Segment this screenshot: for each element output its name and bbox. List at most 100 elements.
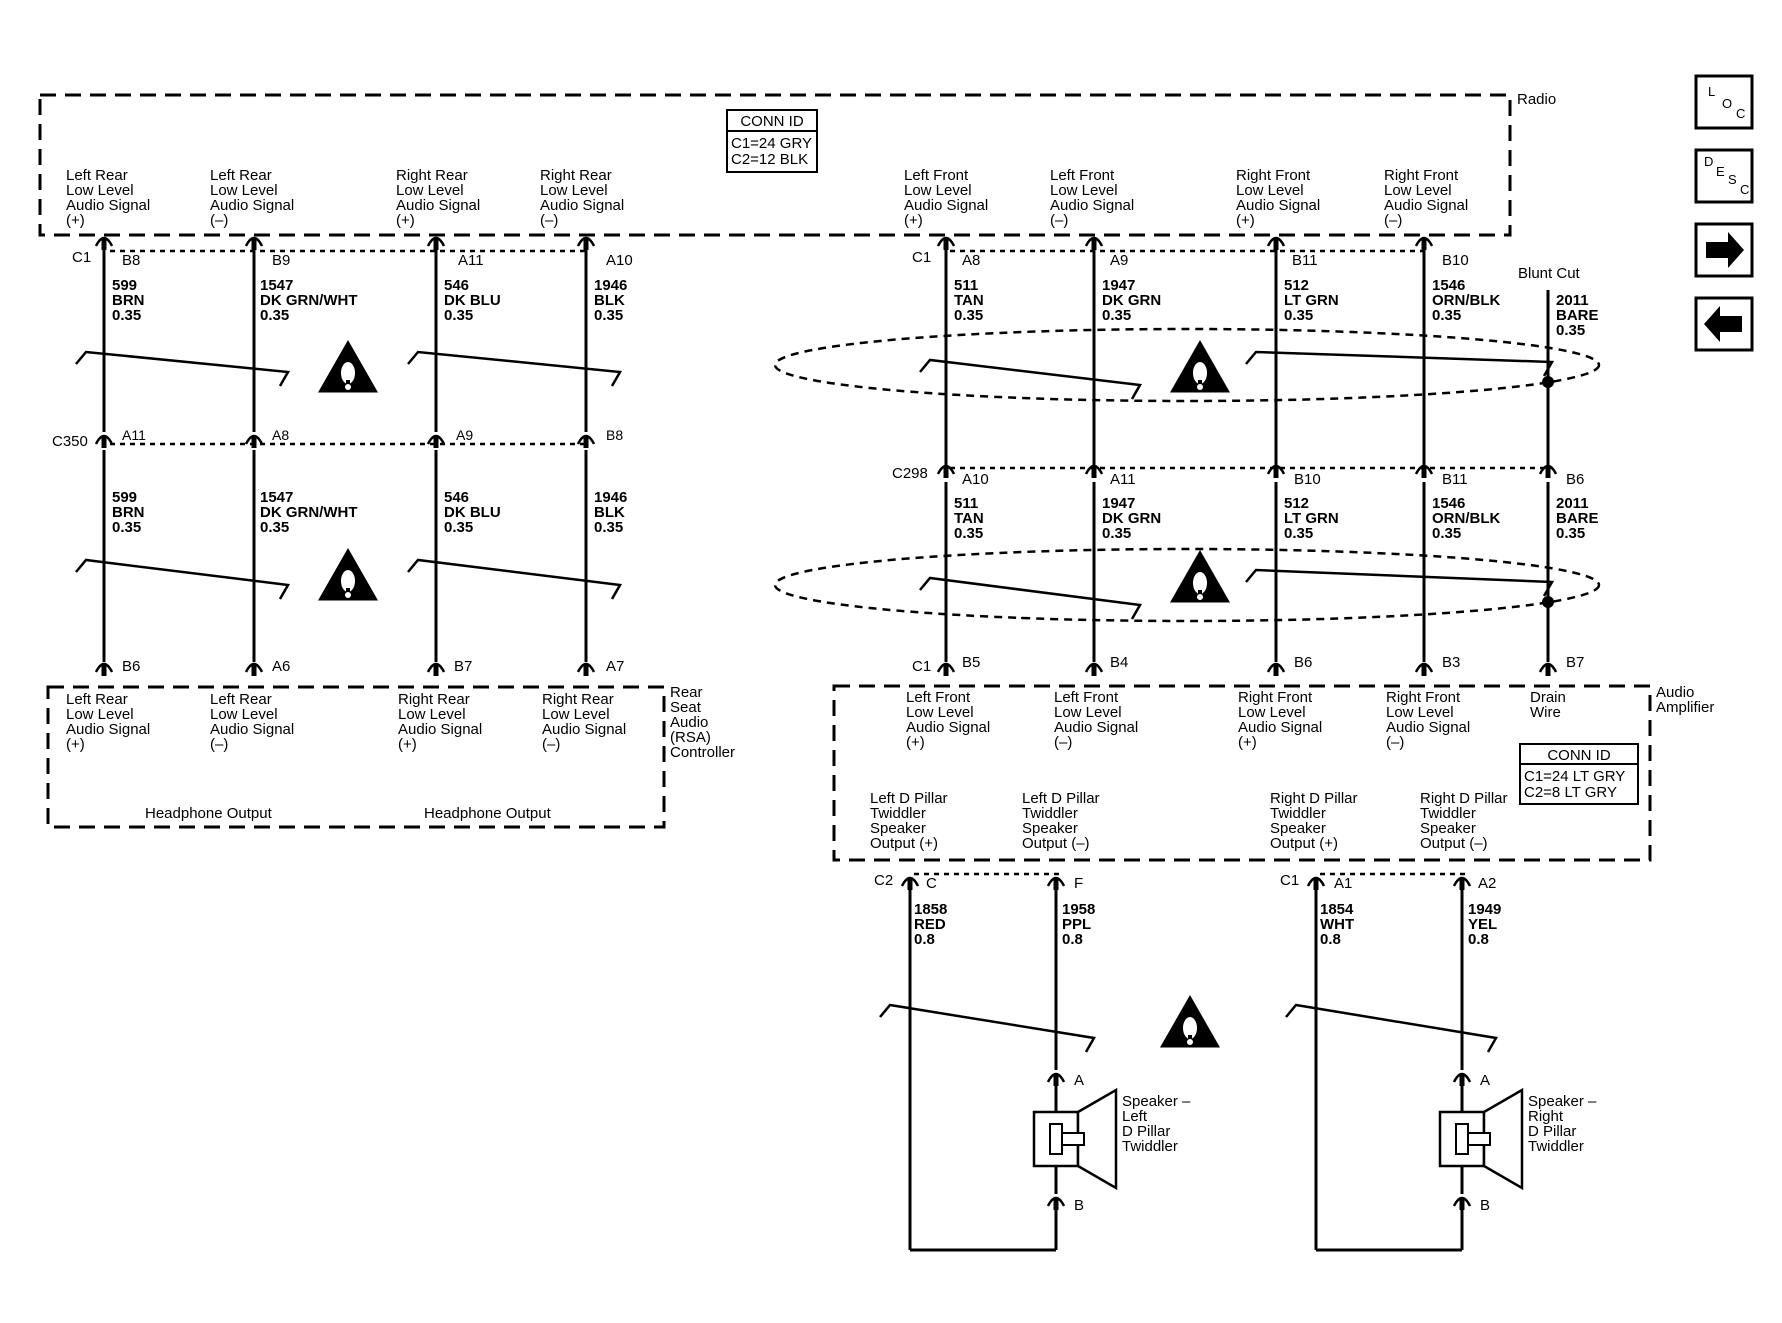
wire-label: 0.35	[1284, 525, 1313, 542]
wire-label: 1547	[260, 277, 293, 294]
wire-label: DK GRN	[1102, 292, 1161, 309]
warning-icon-dot	[345, 592, 351, 598]
headphone-output-label: Headphone Output	[145, 805, 273, 822]
wire-label: 546	[444, 277, 469, 294]
connector-label: C298	[892, 465, 928, 482]
pin-label: B9	[272, 252, 290, 269]
amplifier-input-label: Left Front	[906, 689, 971, 706]
pin-label: A11	[458, 252, 484, 269]
loc-button[interactable]	[1694, 74, 1754, 130]
amplifier-output-label: Speaker	[1022, 820, 1078, 837]
connector-label: C1	[1280, 872, 1299, 889]
pin-label: B7	[454, 658, 472, 675]
wire-label: 2011	[1556, 292, 1589, 309]
rsa-signal-label: Right Rear	[542, 691, 614, 708]
wire-label: 512	[1284, 495, 1309, 512]
speaker-label: D Pillar	[1528, 1123, 1576, 1140]
wire-label: ORN/BLK	[1432, 292, 1500, 309]
wire-label: 1947	[1102, 277, 1135, 294]
amplifier-input-label: (+)	[906, 734, 925, 751]
warning-icon-mark	[341, 362, 355, 384]
wire-label: 1546	[1432, 495, 1465, 512]
wire-label: 0.8	[1468, 931, 1489, 948]
warning-icon-dot	[1187, 1039, 1193, 1045]
speaker-label: Right	[1528, 1108, 1564, 1125]
desc-button[interactable]	[1694, 148, 1754, 204]
speaker-magnet	[1061, 1132, 1085, 1146]
wire-label: RED	[914, 916, 946, 933]
amplifier-input-label: Audio Signal	[1386, 719, 1470, 736]
wire-label: 0.35	[954, 525, 983, 542]
wire-label: DK GRN	[1102, 510, 1161, 527]
amplifier-input-label: Wire	[1530, 704, 1561, 721]
wire-label: PPL	[1062, 916, 1091, 933]
speaker-label: D Pillar	[1122, 1123, 1170, 1140]
wire-label: 0.35	[1284, 307, 1313, 324]
desc-button-letter: S	[1728, 172, 1737, 187]
wire-label: 1949	[1468, 901, 1501, 918]
radio-signal-label: Right Rear	[396, 167, 468, 184]
amplifier-input-label: Audio Signal	[1238, 719, 1322, 736]
loc-button-letter: C	[1736, 106, 1745, 121]
wire-label: 1547	[260, 489, 293, 506]
amplifier-output-label: Twiddler	[1022, 805, 1078, 822]
amplifier-input-label: (–)	[1386, 734, 1404, 751]
wire-label: 1858	[914, 901, 947, 918]
wire-label: 511	[954, 495, 978, 512]
amplifier-output-label: Left D Pillar	[1022, 790, 1100, 807]
radio-signal-label: (+)	[66, 212, 85, 229]
rsa-signal-label: Audio Signal	[210, 721, 294, 738]
wire-label: BARE	[1556, 510, 1599, 527]
pin-label: A6	[272, 658, 290, 675]
speaker-coil	[1455, 1123, 1469, 1155]
wire-label: DK BLU	[444, 504, 501, 521]
twisted-pair-symbol	[407, 558, 623, 600]
wire-label: LT GRN	[1284, 510, 1339, 527]
rsa-signal-label: Left Rear	[66, 691, 128, 708]
amplifier-output-label: Output (–)	[1022, 835, 1090, 852]
rsa-signal-label: (–)	[542, 736, 560, 753]
wire-label: BLK	[594, 504, 625, 521]
twisted-pair-symbol	[75, 558, 291, 600]
amplifier-input-label: Audio Signal	[906, 719, 990, 736]
radio-conn-id-box	[726, 109, 818, 173]
pin-label: B	[1074, 1197, 1084, 1214]
radio-label: Radio	[1517, 91, 1556, 108]
wire-label: YEL	[1468, 916, 1497, 933]
warning-icon-gap	[346, 588, 350, 592]
radio-signal-label: (–)	[540, 212, 558, 229]
amplifier-conn-id-line: C2=8 LT GRY	[1524, 784, 1617, 801]
twisted-pair-symbol	[879, 1003, 1096, 1053]
amplifier-output-label: Twiddler	[1270, 805, 1326, 822]
pin-label: A11	[1110, 471, 1136, 488]
wire-label: 0.35	[1102, 525, 1131, 542]
twisted-pair-symbol	[75, 350, 291, 387]
amplifier-input-label: Low Level	[1238, 704, 1306, 721]
rsa-label: Audio	[670, 714, 708, 731]
wire-label: 1947	[1102, 495, 1135, 512]
warning-icon-mark	[1193, 362, 1207, 384]
radio-signal-label: Audio Signal	[904, 197, 988, 214]
rsa-label: Controller	[670, 744, 735, 761]
radio-conn-id-title: CONN ID	[740, 113, 804, 130]
connector-label: C1	[72, 249, 91, 266]
pin-label: A9	[1110, 252, 1128, 269]
wire-label: 0.8	[1062, 931, 1083, 948]
rsa-signal-label: Audio Signal	[66, 721, 150, 738]
wire-label: 0.35	[112, 519, 141, 536]
warning-icon-gap	[346, 380, 350, 384]
rsa-signal-label: (+)	[66, 736, 85, 753]
pin-label: A1	[1334, 875, 1352, 892]
wire-label: 0.35	[260, 307, 289, 324]
wire-label: 0.35	[954, 307, 983, 324]
amplifier-input-label: Right Front	[1238, 689, 1313, 706]
radio-box	[38, 93, 1512, 237]
wire-label: 1946	[594, 489, 627, 506]
pin-label: B3	[1442, 654, 1460, 671]
radio-signal-label: Low Level	[1050, 182, 1118, 199]
radio-signal-label: Right Rear	[540, 167, 612, 184]
wire-label: 512	[1284, 277, 1309, 294]
desc-button-letter: E	[1716, 164, 1725, 179]
radio-signal-label: Low Level	[904, 182, 972, 199]
